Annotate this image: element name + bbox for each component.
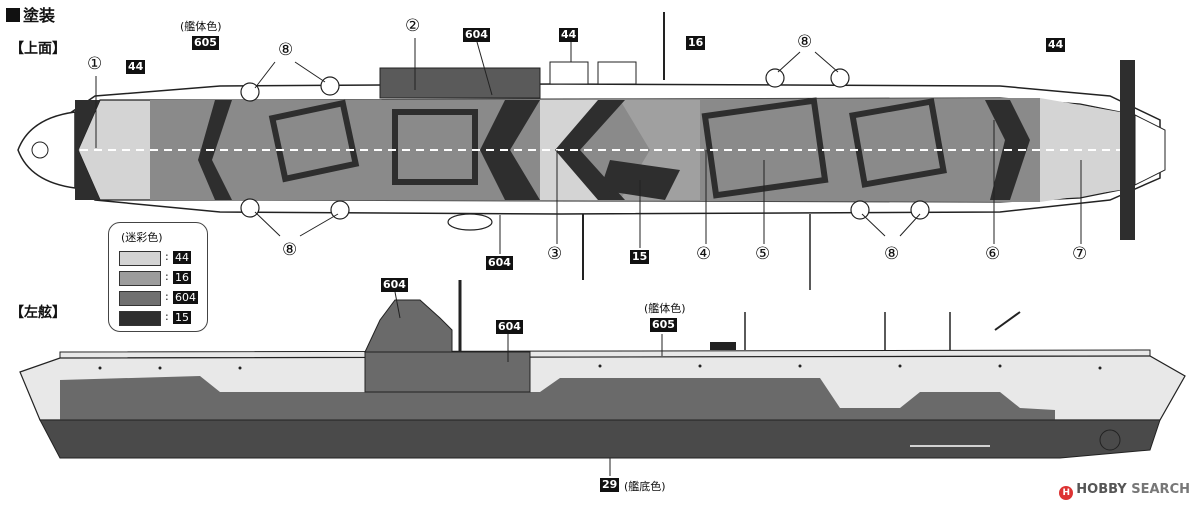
side-view-hull	[19, 280, 1186, 459]
callout-8-b: ⑧	[797, 32, 813, 52]
tag-side-604b: 604	[496, 320, 523, 334]
camo-15-stripe-1	[198, 100, 232, 200]
top-island	[379, 67, 541, 99]
camo-15-stern-band	[1120, 60, 1135, 240]
tag-top-44a: 44	[126, 60, 146, 74]
bow-deck	[17, 111, 76, 189]
callout-4: ④	[696, 244, 712, 264]
legend-code: 15	[173, 311, 191, 324]
legend-code: 44	[173, 251, 191, 264]
camo-15-stripe-3	[555, 100, 625, 200]
side-hull-color-note: (艦体色)	[644, 302, 686, 315]
tag-top-604a: 604	[463, 28, 490, 42]
callout-5: ⑤	[755, 244, 771, 264]
camo-15-bow-band	[75, 100, 100, 200]
legend-title: (迷彩色)	[121, 231, 163, 244]
top-view-hull	[17, 12, 1166, 290]
stern-deck	[1134, 114, 1166, 186]
bottom-color-note: (艦底色)	[624, 480, 666, 493]
legend-code: 16	[173, 271, 191, 284]
callout-leaders	[95, 38, 1082, 254]
camo-grid-patches	[268, 97, 947, 199]
side-island	[364, 299, 453, 353]
side-view-label: 【左舷】	[10, 305, 66, 321]
top-view-label: 【上面】	[10, 41, 66, 57]
page-title: 塗装	[6, 2, 55, 26]
callout-8-d: ⑧	[884, 244, 900, 264]
tag-side-605: 605	[650, 318, 677, 332]
tag-side-604a: 604	[381, 278, 408, 292]
side-camo-band	[60, 376, 1055, 420]
callout-6: ⑥	[985, 244, 1001, 264]
tag-side-29: 29	[600, 478, 620, 492]
callout-3: ③	[547, 244, 563, 264]
tag-top-604b: 604	[486, 256, 513, 270]
tag-top-hull: 605	[192, 36, 219, 50]
callout-8-c: ⑧	[282, 240, 298, 260]
camo-15-stripe-2	[480, 100, 540, 200]
tag-top-44c: 44	[1046, 38, 1066, 52]
side-hull-bottom	[39, 419, 1161, 459]
callout-1: ①	[87, 54, 103, 74]
legend-swatch	[119, 291, 161, 306]
side-portholes	[98, 364, 1102, 370]
tag-top-16: 16	[686, 36, 706, 50]
callout-7: ⑦	[1072, 244, 1088, 264]
top-sponsons	[240, 68, 930, 231]
side-leaders	[394, 291, 663, 476]
top-hull-color-note: (艦体色)	[180, 20, 222, 33]
callout-2: ②	[405, 16, 421, 36]
camouflage-legend: (迷彩色) : 44 : 16 : 604 : 15	[108, 222, 208, 332]
callout-8-a: ⑧	[278, 40, 294, 60]
legend-swatch	[119, 251, 161, 266]
legend-code: 604	[173, 291, 198, 304]
legend-swatch	[119, 311, 161, 326]
tag-top-44b: 44	[559, 28, 579, 42]
legend-swatch	[119, 271, 161, 286]
hobbysearch-logo-icon: H	[1059, 486, 1074, 500]
tag-top-15: 15	[630, 250, 650, 264]
